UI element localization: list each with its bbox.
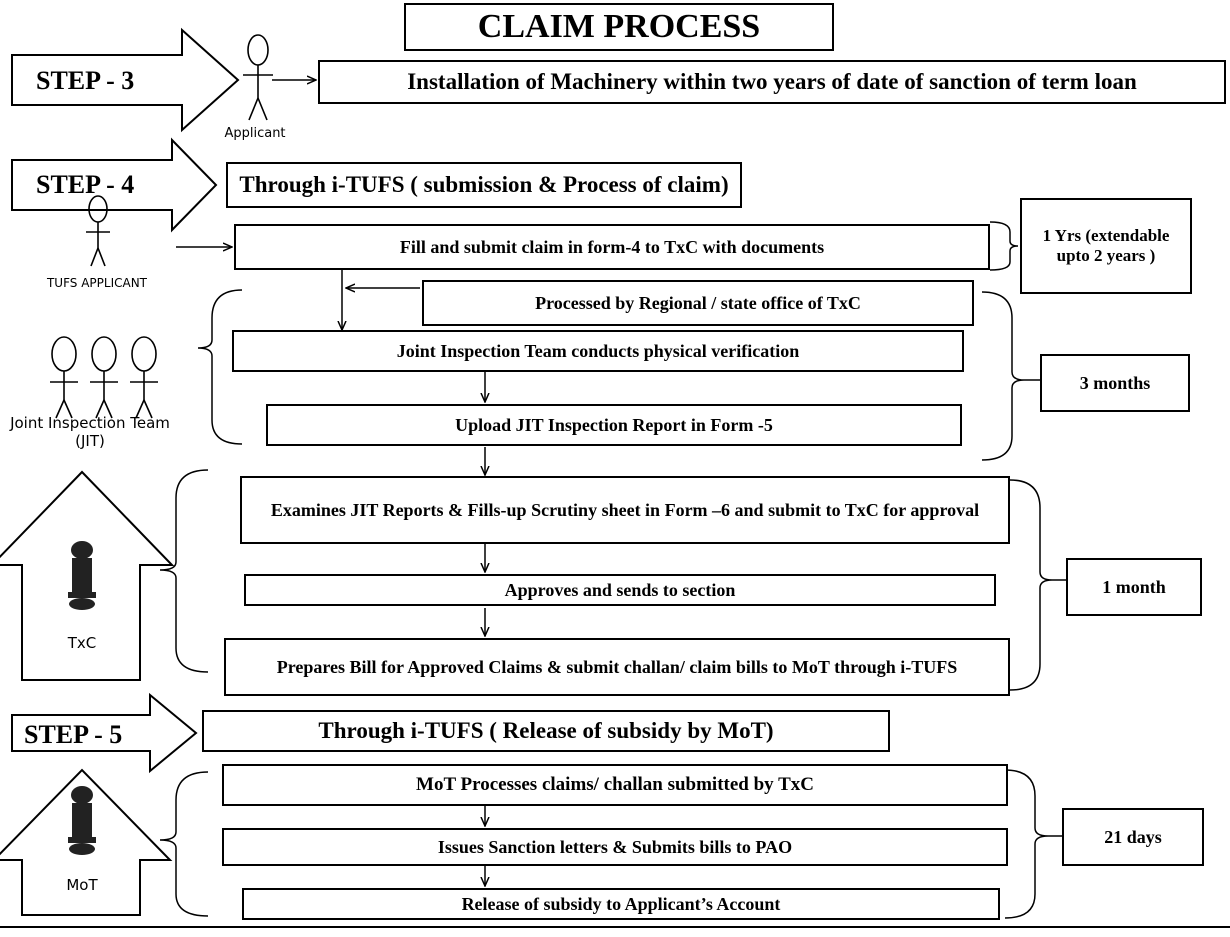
step5-label: STEP - 5 [24,720,123,749]
tufs-applicant-figure [86,195,110,267]
txc-emblem-icon [68,541,96,610]
step3-arrow-shape [11,27,240,133]
duration-1yr-box: 1 Yrs (extendable upto 2 years ) [1020,198,1192,294]
page-title: CLAIM PROCESS [404,3,834,51]
jit-label: Joint Inspection Team (JIT) [10,414,170,450]
jit-figures [50,336,158,419]
txc-up-arrow-shape [0,470,175,681]
approves-box: Approves and sends to section [244,574,996,606]
joint-inspection-box: Joint Inspection Team conducts physical … [232,330,964,372]
brace-3months [981,291,1025,461]
brace-mot-left [159,771,209,917]
examines-box: Examines JIT Reports & Fills-up Scrutiny… [240,476,1010,544]
emblem-icons [68,541,96,855]
step3-box: Installation of Machinery within two yea… [318,60,1226,104]
step4-arrow-shape [11,137,218,233]
brace-1yr [989,221,1019,271]
mot-emblem-icon [68,786,96,855]
txc-label: TxC [67,634,97,652]
step3-label: STEP - 3 [36,66,135,95]
step4-header-box: Through i-TUFS ( submission & Process of… [226,162,742,208]
upload-jit-box: Upload JIT Inspection Report in Form -5 [266,404,962,446]
duration-21days-box: 21 days [1062,808,1204,866]
processed-box: Processed by Regional / state office of … [422,280,974,326]
mot-up-arrow-shape [0,768,173,916]
prepares-bill-box: Prepares Bill for Approved Claims & subm… [224,638,1010,696]
step5-header-box: Through i-TUFS ( Release of subsidy by M… [202,710,890,752]
brace-1month [1009,479,1053,691]
brace-21days [1004,769,1049,919]
step4-label: STEP - 4 [36,170,135,199]
brace-jit-left [197,289,243,445]
duration-3months-box: 3 months [1040,354,1190,412]
applicant-figure [243,34,273,121]
issues-sanction-box: Issues Sanction letters & Submits bills … [222,828,1008,866]
step5-arrow-shape [11,692,198,774]
applicant-label: Applicant [224,126,286,141]
release-subsidy-box: Release of subsidy to Applicant’s Accoun… [242,888,1000,920]
brace-group [159,221,1066,919]
connector-arrows [176,80,485,886]
duration-1month-box: 1 month [1066,558,1202,616]
mot-processes-box: MoT Processes claims/ challan submitted … [222,764,1008,806]
stick-figures [50,34,273,419]
fill-submit-box: Fill and submit claim in form-4 to TxC w… [234,224,990,270]
mot-label: MoT [66,876,98,894]
tufs-applicant-label: TUFS APPLICANT [46,276,148,290]
brace-txc-left [159,469,209,673]
